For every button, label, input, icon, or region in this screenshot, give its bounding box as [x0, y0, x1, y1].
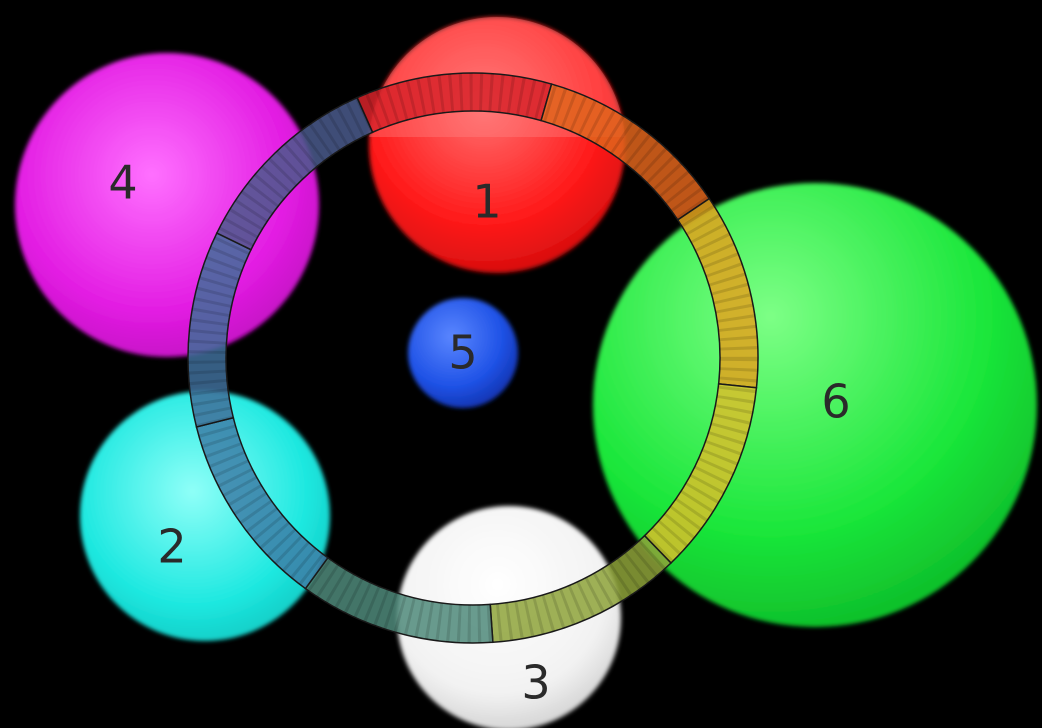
- circle-5: 5: [408, 298, 518, 408]
- circle-2-label: 2: [157, 520, 186, 574]
- circle-5-label: 5: [448, 326, 477, 380]
- circle-4-label: 4: [108, 156, 137, 210]
- circle-3-label: 3: [521, 656, 550, 710]
- circle-1: 1: [369, 17, 625, 273]
- circle-6-label: 6: [821, 375, 850, 429]
- circle-1-label: 1: [472, 175, 501, 229]
